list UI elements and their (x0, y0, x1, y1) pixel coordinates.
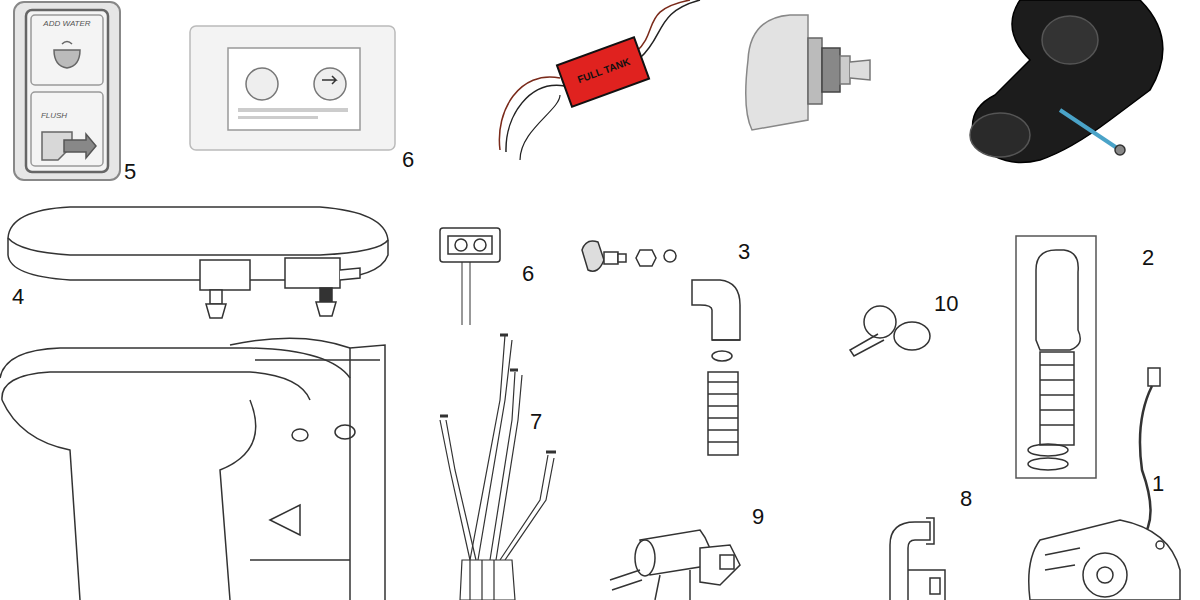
callout-number: 10 (934, 292, 958, 315)
tank-sensor (499, 0, 700, 160)
callout-number: 1 (1152, 472, 1164, 495)
callout-number: 8 (960, 487, 972, 510)
callout-number: 4 (12, 285, 24, 308)
macerator-pump (1029, 368, 1180, 600)
control-panel (190, 26, 395, 150)
callout-number: 5 (124, 160, 136, 183)
water-pump (610, 530, 740, 600)
callout-number: 7 (530, 410, 542, 433)
callout-number: 6 (402, 148, 414, 171)
callout-number: 6 (522, 262, 534, 285)
callout-number: 2 (1142, 246, 1154, 269)
switch-panel (14, 2, 120, 180)
hose-kit (1016, 236, 1096, 478)
cap-ring (850, 306, 930, 356)
callout-number: 9 (752, 505, 764, 528)
vent-fitting (582, 241, 740, 455)
toilet-seat (8, 207, 388, 318)
inlet-fitting (746, 15, 870, 130)
wall-switch (440, 228, 500, 325)
panel-text: FLUSH (36, 112, 72, 120)
callout-number: 3 (738, 240, 750, 263)
toilet-bowl (0, 338, 385, 600)
panel-text: ADD WATER (42, 20, 92, 28)
wire-harness (440, 335, 556, 600)
pump-housing (970, 0, 1163, 163)
elbow-fitting (890, 518, 945, 600)
